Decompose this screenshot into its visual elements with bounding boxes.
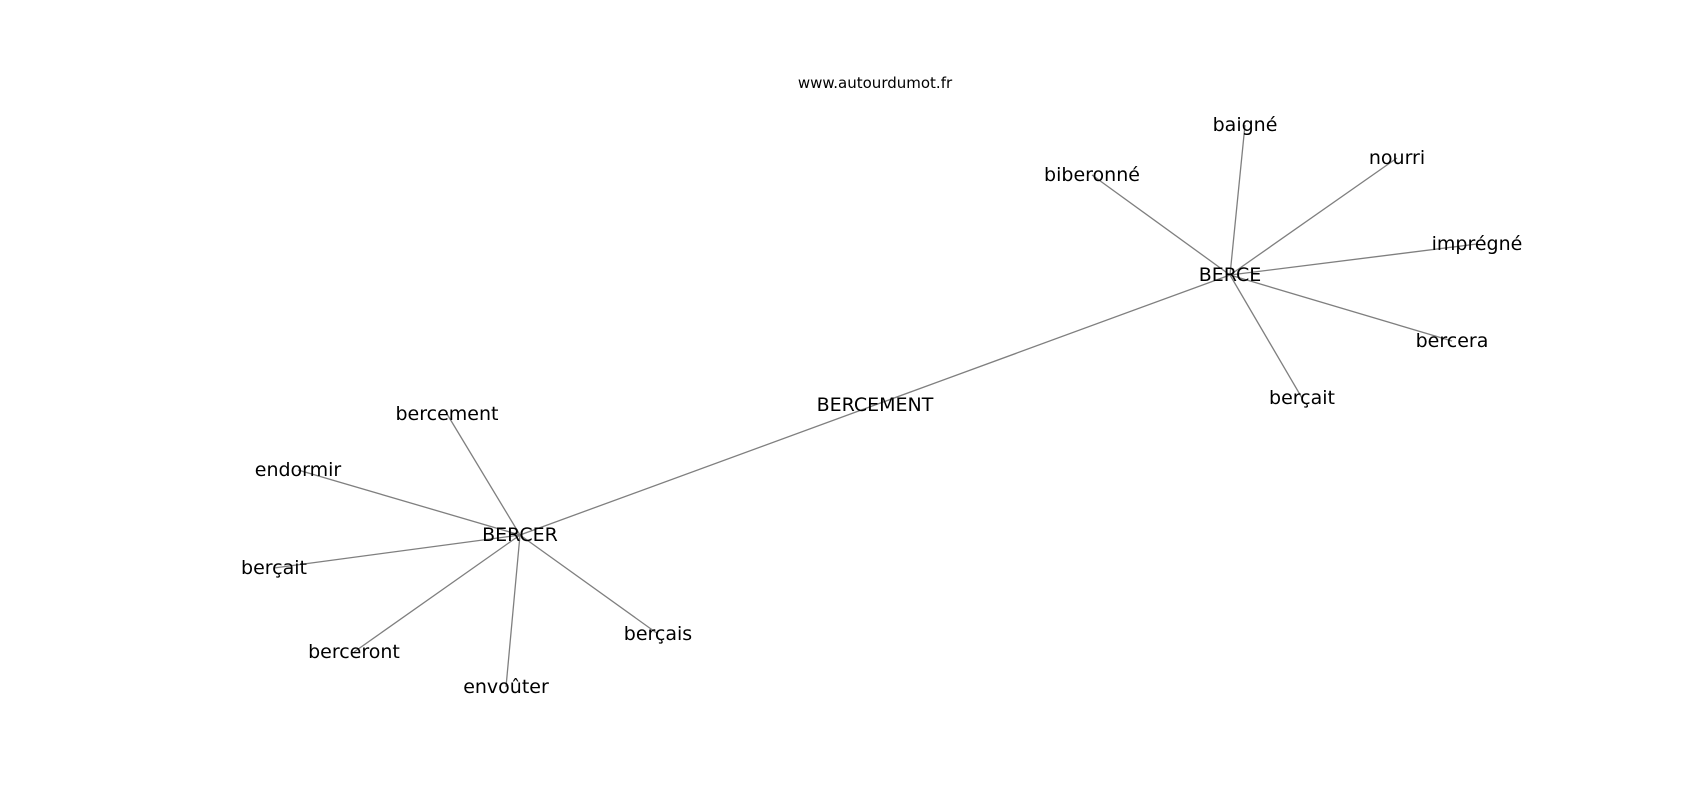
edge-berce-biberonne bbox=[1091, 174, 1231, 276]
edge-berce-bercait_1 bbox=[1229, 274, 1303, 399]
node-label-biberonne: biberonné bbox=[1044, 164, 1140, 186]
watermark-text: www.autourdumot.fr bbox=[798, 74, 953, 92]
edge-berce-baigne bbox=[1229, 124, 1246, 276]
node-label-berce: BERCE bbox=[1199, 264, 1262, 286]
node-label-bercait_2: berçait bbox=[241, 557, 307, 579]
edge-bercer-envouter bbox=[505, 534, 521, 688]
node-label-bercement_center: BERCEMENT bbox=[817, 394, 934, 416]
edges-layer bbox=[273, 124, 1478, 688]
node-label-bercement: bercement bbox=[396, 403, 499, 425]
node-label-bercer: BERCER bbox=[482, 524, 558, 546]
edge-bercer-endormir bbox=[297, 469, 521, 536]
edge-berce-nourri bbox=[1229, 157, 1398, 276]
node-label-envouter: envoûter bbox=[463, 676, 549, 698]
node-label-impregne: imprégné bbox=[1432, 233, 1523, 255]
node-label-bercait_1: berçait bbox=[1269, 387, 1335, 409]
node-label-baigne: baigné bbox=[1213, 114, 1278, 136]
edge-bercer-berceront bbox=[353, 534, 521, 653]
node-label-endormir: endormir bbox=[255, 459, 342, 481]
node-label-bercais: berçais bbox=[624, 623, 692, 645]
edge-bercer-bercement bbox=[446, 413, 521, 536]
edge-bercement_center-berce bbox=[874, 274, 1231, 406]
node-label-nourri: nourri bbox=[1369, 147, 1425, 169]
node-label-berceront: berceront bbox=[308, 641, 400, 663]
edge-bercement_center-bercer bbox=[519, 404, 876, 536]
nodes-layer: BERCEMENT BERCE BERCER baigné nourri biberonn… bbox=[241, 114, 1522, 698]
edge-bercer-bercait_2 bbox=[273, 534, 521, 569]
edge-berce-bercera bbox=[1229, 274, 1453, 342]
edge-berce-impregne bbox=[1229, 243, 1478, 276]
edge-bercer-bercais bbox=[519, 534, 659, 635]
node-label-bercera: bercera bbox=[1416, 330, 1489, 352]
